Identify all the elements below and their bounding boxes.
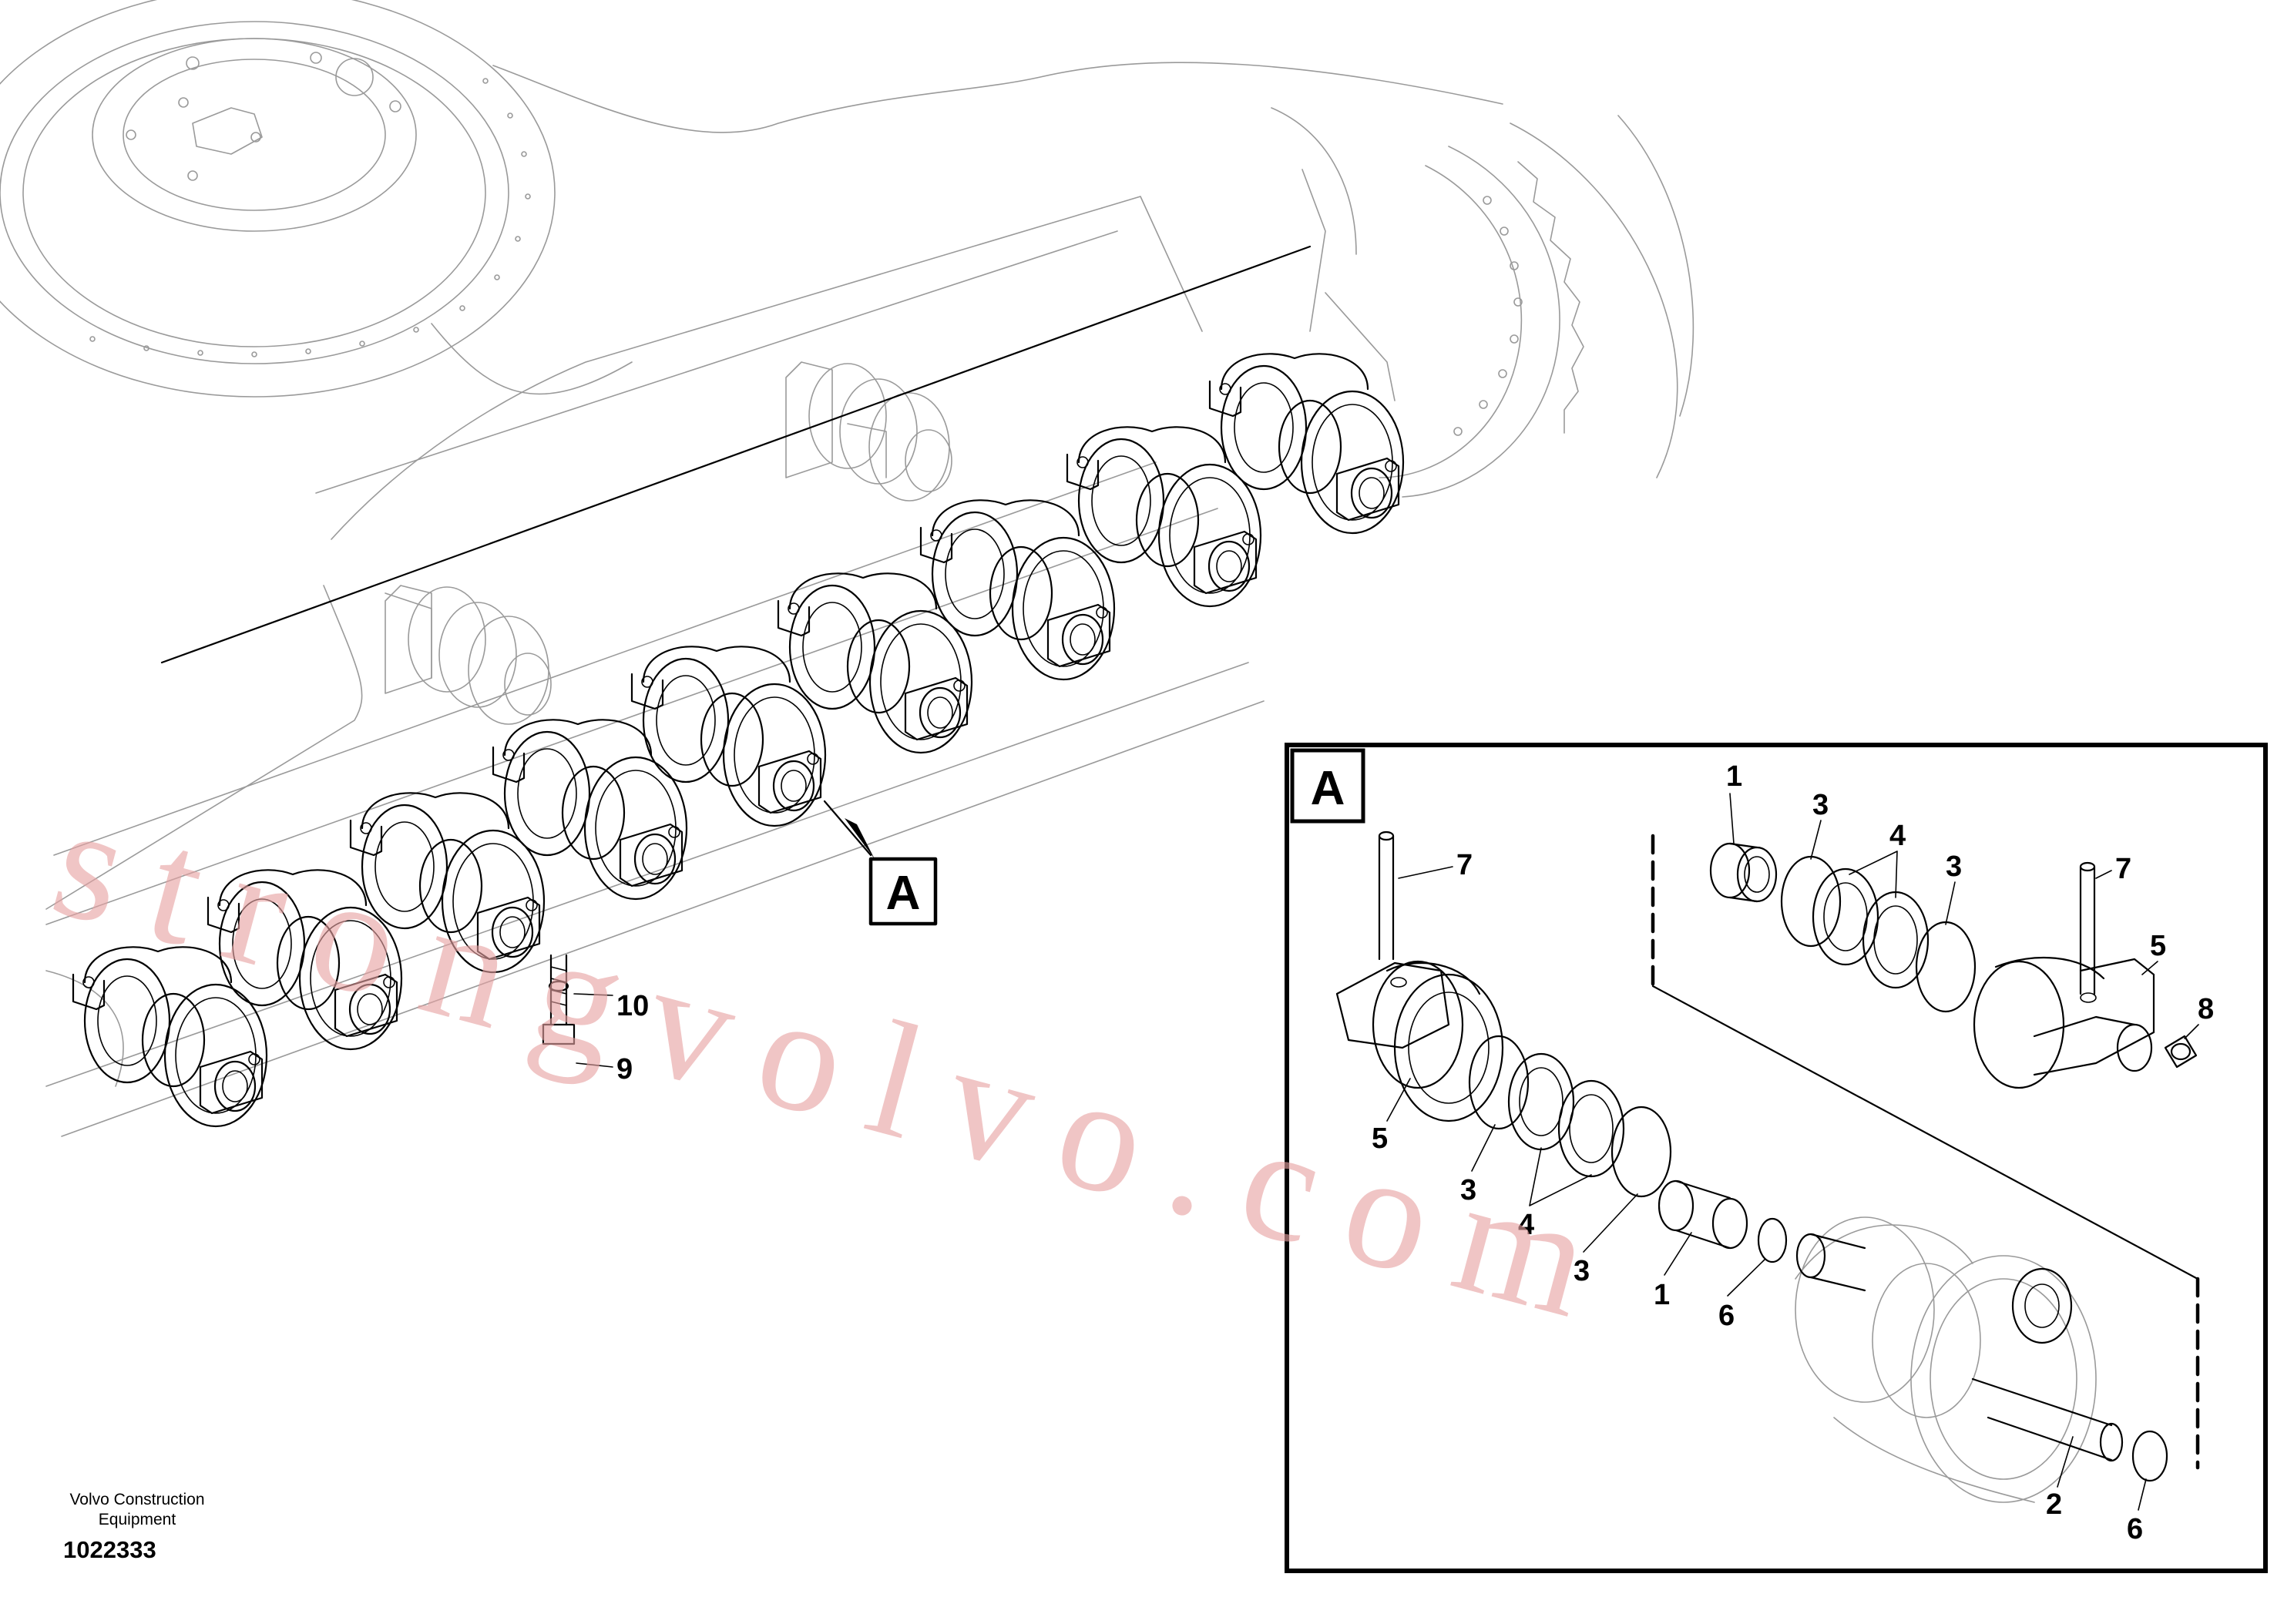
callout-10: 10	[616, 990, 649, 1022]
callout-9: 9	[616, 1053, 633, 1085]
callout-1-upper: 1	[1726, 760, 1742, 793]
plug-8	[2164, 1035, 2198, 1069]
slewing-ring-bolts	[89, 78, 531, 357]
track-frame	[45, 62, 1694, 1137]
lower-bushing-1	[1658, 1179, 1748, 1250]
company-name-line1: Volvo Construction	[69, 1491, 204, 1508]
upper-collar-5	[1973, 956, 2155, 1089]
lower-seal-ring-3a	[1468, 1035, 1530, 1130]
mounting-bolt	[542, 954, 576, 1045]
roller-body	[1795, 1216, 2124, 1503]
roller-shaft-line	[160, 245, 1312, 664]
drive-sprocket	[1379, 146, 1584, 498]
track-roller-2	[1066, 426, 1262, 608]
carrier-roller-rear	[785, 361, 952, 502]
callout-4-upper: 4	[1889, 820, 1906, 852]
callout-7-upper: 7	[2115, 853, 2131, 885]
track-roller-4	[777, 572, 973, 754]
lower-collar-5	[1335, 960, 1504, 1122]
company-name-line2: Equipment	[99, 1511, 176, 1528]
callout-4-lower: 4	[1518, 1209, 1534, 1241]
track-roller-5	[630, 646, 827, 827]
track-roller-6	[492, 719, 688, 901]
callout-3-upper-a: 3	[1812, 789, 1829, 821]
track-rollers	[72, 245, 1405, 1128]
detail-a-pointer-label: A	[886, 867, 921, 920]
callout-2: 2	[2046, 1488, 2062, 1521]
callout-7-lower: 7	[1456, 849, 1473, 881]
footer: Volvo Construction Equipment 1022333	[63, 1491, 205, 1563]
callout-3-lower-a: 3	[1460, 1174, 1476, 1206]
lower-o-ring-6	[1757, 1217, 1788, 1263]
upper-pin-7	[2079, 861, 2096, 995]
detail-leader-lines	[1386, 793, 2199, 1511]
main-callouts: 10 9	[573, 990, 649, 1085]
callout-3-upper-b: 3	[1946, 851, 1962, 883]
callout-5-upper: 5	[2150, 930, 2166, 962]
callout-6-shaft: 6	[2127, 1513, 2143, 1545]
callout-1-lower: 1	[1654, 1279, 1670, 1311]
carrier-roller-front	[385, 585, 552, 725]
detail-a-pointer: A	[823, 800, 938, 926]
upper-bushing-1	[1709, 842, 1778, 903]
lower-seal-ring-3b	[1611, 1106, 1672, 1198]
detail-a-panel: A	[1285, 743, 2268, 1573]
track-roller-3	[919, 499, 1116, 681]
detail-callouts: 1 3 4 3 7 7 5 8 5 3 4 3 1 6 2 6	[1372, 760, 2214, 1545]
track-roller-1	[1208, 353, 1405, 535]
undercarriage-background	[0, 0, 1694, 1137]
drawing-number: 1022333	[63, 1536, 156, 1563]
detail-a-label: A	[1311, 762, 1345, 815]
callout-3-lower-b: 3	[1574, 1255, 1590, 1287]
callout-6-lower: 6	[1718, 1300, 1735, 1332]
shaft-o-ring-6	[2131, 1430, 2168, 1482]
callout-8: 8	[2198, 993, 2214, 1025]
slewing-ring	[0, 0, 556, 398]
lower-pin-7	[1378, 830, 1395, 961]
callout-5-lower: 5	[1372, 1122, 1388, 1155]
exploded-axis	[1651, 985, 2199, 1280]
